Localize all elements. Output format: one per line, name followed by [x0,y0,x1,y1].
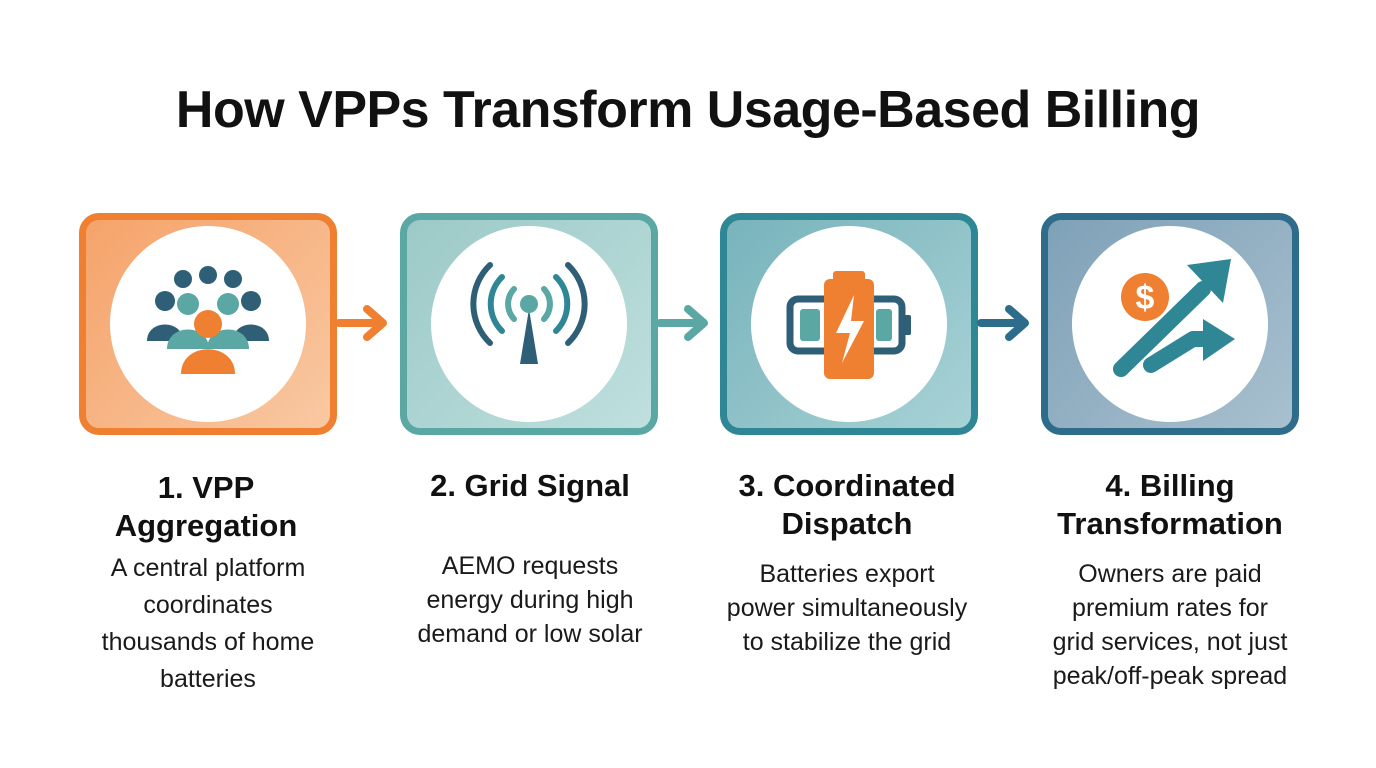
arrow-right-icon [977,305,1029,341]
antenna-signal-icon [470,262,588,364]
battery-charge-icon [786,271,911,379]
step-3-card [720,213,978,435]
page-title: How VPPs Transform Usage-Based Billing [175,81,1201,139]
arrow-right-icon [335,305,387,341]
people-group-icon [147,266,269,374]
step-4-card: $ [1041,213,1299,435]
step-2-title: 2. Grid Signal [430,468,630,503]
step-2-card [400,213,658,435]
svg-text:$: $ [1136,279,1155,317]
step-1-card [79,213,337,435]
arrow-right-icon [656,305,708,341]
dollar-growth-icon: $ [1113,259,1235,377]
